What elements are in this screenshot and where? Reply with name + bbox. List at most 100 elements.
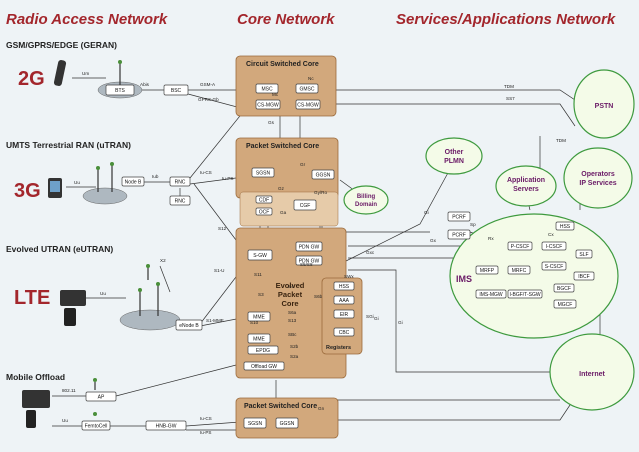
node-ibcf-label: IBCF <box>578 274 589 280</box>
link-label-s2a: S2a <box>290 354 299 359</box>
node-slf: SLF <box>575 249 593 259</box>
node-cgf-label: CGF <box>300 203 311 209</box>
header-ran: Radio Access Network <box>6 11 168 28</box>
epc-title-2: Packet <box>278 290 303 299</box>
node-imsmgw-label: IMS-MGW <box>479 292 503 298</box>
node-mrfp-label: MRFP <box>480 268 495 274</box>
link-label-s4: S4 <box>288 284 294 289</box>
node-bsc: BSC <box>163 84 189 96</box>
node-mgcf-label: MGCF <box>558 302 573 308</box>
link-label-s1mme: S1-MME <box>206 318 224 323</box>
link-label-gyro: Gy/Ro <box>314 190 327 195</box>
cloud-other-plmn-1: Other <box>445 149 464 156</box>
link-label-mc: Mc <box>272 92 279 97</box>
node-mrfc: MRFC <box>507 265 531 275</box>
link-label-s2b: S2b <box>290 344 299 349</box>
node-ap-label: AP <box>98 394 105 400</box>
node-hnbgw: HNB-GW <box>145 420 187 431</box>
ps-core2-title: Packet Switched Core <box>244 403 317 410</box>
link-label-swx: SWx <box>344 274 354 279</box>
link-label-x2: X2 <box>160 258 166 263</box>
node-bgcf-label: BGCF <box>557 286 571 292</box>
node-pdngw1-label: PDN GW <box>299 244 320 250</box>
cloud-pstn: PSTN <box>573 69 635 139</box>
gen-lte: LTE <box>14 287 50 309</box>
node-slf-label: SLF <box>579 252 588 258</box>
node-pcrf1-label: PCRF <box>452 214 466 220</box>
node-ggsn2: GGSN <box>275 417 299 429</box>
link-label-tdm2: TDM <box>556 138 566 143</box>
link-label-gprsgb: GPRS-Gb <box>198 97 219 102</box>
node-aaa: AAA <box>333 295 355 305</box>
node-hss2: HSS <box>555 221 575 231</box>
node-mgcf: MGCF <box>553 299 577 309</box>
cloud-app-2: Servers <box>513 186 539 193</box>
phone-offload-icon <box>26 410 36 428</box>
node-offloadgw: Offload GW <box>243 361 285 371</box>
node-ggsn2-label: GGSN <box>280 421 295 427</box>
epc-title-1: Evolved <box>276 281 305 290</box>
gen-3g: 3G <box>14 180 41 202</box>
node-csmgw2: CS-MGW <box>295 99 321 110</box>
node-sgsn1: SGSN <box>251 167 275 178</box>
laptop-icon <box>22 390 50 408</box>
ps-core-title: Packet Switched Core <box>246 143 319 150</box>
cloud-other-plmn: Other PLMN <box>425 137 483 175</box>
node-mme2-label: MME <box>253 336 265 342</box>
link-label-uu2: Uu <box>100 291 106 296</box>
link-label-gz: Gz <box>278 186 285 191</box>
section-utran: UMTS Terrestrial RAN (uTRAN) <box>6 140 131 150</box>
node-bgcf: BGCF <box>553 283 575 293</box>
node-bsc-label: BSC <box>171 88 182 94</box>
link-label-iups: Iu-PS <box>222 176 234 181</box>
node-imsmgw: IMS-MGW <box>475 289 507 299</box>
node-pcscf: P-CSCF <box>507 241 533 251</box>
link-label-s11: S11 <box>254 272 262 277</box>
node-hss1: HSS <box>333 281 355 291</box>
node-nodeb: Node B <box>121 176 145 187</box>
cloud-operators: Operators IP Services <box>563 147 633 209</box>
node-scscf: S-CSCF <box>541 261 567 271</box>
node-hnbgw-label: HNB-GW <box>156 423 177 429</box>
cell-3g-icon <box>82 187 128 205</box>
node-msc: MSC <box>255 83 279 94</box>
cs-core: Circuit Switched Core <box>235 55 337 117</box>
link-label-s13: S13 <box>288 318 297 323</box>
node-cgf: CGF <box>293 199 317 211</box>
cell-lte-icon <box>119 309 181 331</box>
node-gmsc: GMSC <box>295 83 319 94</box>
node-epdg-label: EPDG <box>256 348 270 354</box>
node-ibgf-label: I-BGF/T-SGW <box>509 292 540 298</box>
header-core: Core Network <box>237 11 335 28</box>
node-ibcf: IBCF <box>573 271 595 281</box>
node-ggsn1: GGSN <box>311 169 335 180</box>
link-label-tdm1: TDM <box>504 84 514 89</box>
node-enodeb-label: eNode B <box>179 323 199 329</box>
node-pdngw1: PDN GW <box>295 241 323 252</box>
node-csmgw1-label: CS-MGW <box>257 102 279 108</box>
link-label-s10: S10 <box>250 320 259 325</box>
node-cbc: CBC <box>333 327 355 337</box>
node-gmsc-label: GMSC <box>300 86 315 92</box>
node-nodeb-label: Node B <box>125 179 142 185</box>
node-aaa-label: AAA <box>339 298 350 304</box>
node-sgw: S-GW <box>247 249 273 261</box>
link-label-s6b: S6b <box>314 294 323 299</box>
node-ocf: OCF <box>255 207 273 216</box>
node-bts: BTS <box>105 84 135 96</box>
cloud-other-plmn-2: PLMN <box>444 158 464 165</box>
cloud-app-servers: Application Servers <box>495 165 557 207</box>
node-mme2: MME <box>247 333 271 344</box>
node-csmgw2-label: CS-MGW <box>297 102 319 108</box>
link-label-cx: Cx <box>548 232 554 237</box>
node-cdf: CDF <box>255 195 273 204</box>
phone-2g-icon <box>53 60 67 86</box>
cloud-pstn-label: PSTN <box>595 103 614 110</box>
link-label-ss7: SS7 <box>506 96 515 101</box>
cloud-ops-2: IP Services <box>579 180 616 187</box>
cloud-app-1: Application <box>507 177 545 184</box>
